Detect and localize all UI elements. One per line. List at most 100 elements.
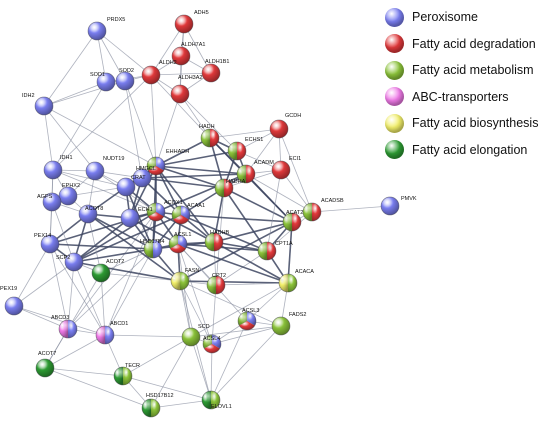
- protein-node-aldh2[interactable]: ALDH2: [141, 60, 177, 85]
- interaction-edge: [211, 325, 282, 345]
- interaction-edge: [43, 105, 96, 172]
- interaction-edge: [44, 367, 124, 377]
- protein-node-abcd3[interactable]: ABCD3: [51, 315, 78, 339]
- interaction-edge: [213, 241, 289, 284]
- interaction-edge: [43, 81, 107, 107]
- interaction-edge: [213, 221, 293, 243]
- interaction-edge: [155, 150, 238, 167]
- legend-item: ABC-transporters: [385, 84, 550, 111]
- protein-node-acsl3[interactable]: ACSL3: [237, 308, 259, 331]
- interaction-edge: [43, 30, 98, 107]
- protein-node-fasn[interactable]: FASN: [170, 268, 199, 291]
- protein-label: ACSL3: [242, 308, 259, 314]
- interaction-edge: [177, 243, 289, 284]
- protein-node-aldh7a1[interactable]: ALDH7A1: [171, 42, 205, 66]
- protein-node-acadsb[interactable]: ACADSB: [302, 198, 344, 222]
- interaction-edge: [52, 81, 107, 171]
- legend-swatch: [385, 60, 404, 80]
- protein-node-acaca[interactable]: ACACA: [278, 269, 314, 293]
- interaction-edge: [96, 30, 152, 76]
- protein-node-acsl4[interactable]: ACSL4: [202, 334, 222, 354]
- protein-node-acot7[interactable]: ACOT7: [35, 351, 56, 378]
- protein-node-tecr[interactable]: TECR: [113, 363, 140, 386]
- protein-node-acadm[interactable]: ACADM: [236, 160, 274, 184]
- protein-node-hsd17b12[interactable]: HSD17B12: [141, 393, 174, 418]
- protein-node-acot8[interactable]: ACOT8: [78, 204, 103, 224]
- protein-node-ehhadh[interactable]: EHHADH: [146, 149, 189, 176]
- protein-node-acox1[interactable]: ACOX1: [146, 200, 183, 222]
- protein-node-abcd1[interactable]: ABCD1: [95, 321, 128, 345]
- protein-node-crat[interactable]: CRAT: [116, 175, 146, 197]
- protein-label: ALDH7A1: [181, 42, 205, 48]
- protein-node-hadhb[interactable]: HADHB: [204, 230, 230, 252]
- protein-node-agps[interactable]: AGPS: [37, 192, 62, 212]
- protein-label: ACOT7: [38, 351, 56, 357]
- protein-label: ACSL1: [174, 232, 191, 238]
- protein-node-gcdh[interactable]: GCDH: [269, 113, 301, 139]
- protein-node-cpt1a[interactable]: CPT1A: [257, 241, 293, 261]
- protein-node-ech1[interactable]: ECH1: [120, 207, 153, 228]
- protein-node-acsl1[interactable]: ACSL1: [168, 232, 191, 254]
- protein-node-ephx2[interactable]: EPHX2: [58, 183, 80, 206]
- protein-label: PEX19: [0, 286, 17, 292]
- protein-node-fads2[interactable]: FADS2: [271, 312, 306, 336]
- legend-item: Fatty acid metabolism: [385, 57, 550, 84]
- interaction-edge: [67, 261, 75, 330]
- protein-node-sod1[interactable]: SOD1: [90, 72, 116, 92]
- protein-node-aldh3a2[interactable]: ALDH3A2: [170, 75, 202, 104]
- protein-node-pmvk[interactable]: PMVK: [380, 196, 417, 216]
- interaction-edge: [44, 334, 106, 369]
- protein-node-acot2[interactable]: ACOT2: [91, 259, 124, 283]
- legend-swatch: [385, 113, 404, 133]
- protein-node-scp2[interactable]: SCP2: [56, 252, 84, 272]
- legend-label: Fatty acid metabolism: [412, 63, 534, 78]
- protein-label: ECH1: [138, 207, 153, 213]
- legend-swatch: [385, 87, 404, 107]
- protein-label: HADH: [199, 124, 215, 130]
- protein-node-acaa1[interactable]: ACAA1: [171, 203, 205, 225]
- interaction-edge: [245, 173, 313, 213]
- interaction-edge: [141, 177, 225, 189]
- interaction-edge: [155, 165, 247, 175]
- legend-item: Fatty acid elongation: [385, 137, 550, 164]
- protein-node-echs1[interactable]: ECHS1: [227, 137, 263, 161]
- protein-node-acat2[interactable]: ACAT2: [282, 210, 303, 232]
- protein-node-prdx5[interactable]: PRDX5: [87, 17, 125, 41]
- protein-label: ACOT8: [85, 206, 103, 212]
- interaction-edge: [43, 105, 54, 171]
- interaction-edge: [13, 305, 69, 330]
- protein-node-scd[interactable]: SCD: [181, 324, 210, 347]
- protein-label: SCP2: [56, 255, 70, 261]
- interaction-edge: [150, 399, 212, 409]
- protein-node-cpt2[interactable]: CPT2: [206, 273, 226, 295]
- protein-node-hadha[interactable]: HADHA: [214, 178, 246, 198]
- protein-node-pex19[interactable]: PEX19: [0, 286, 24, 316]
- legend-label: Fatty acid degradation: [412, 36, 536, 51]
- protein-node-idh1[interactable]: IDH1: [43, 155, 73, 180]
- protein-node-hsd17b4[interactable]: HSD17B4: [140, 239, 164, 259]
- protein-label: SOD2: [119, 68, 134, 74]
- interaction-edge: [49, 243, 106, 336]
- protein-node-sod2[interactable]: SOD2: [115, 68, 135, 91]
- protein-label: HADHB: [210, 230, 230, 236]
- legend-label: Fatty acid biosynthesis: [412, 116, 539, 131]
- protein-node-pex14[interactable]: PEX14: [34, 233, 60, 254]
- protein-label: ALDH1B1: [205, 59, 229, 65]
- protein-label: ECI1: [289, 156, 301, 162]
- protein-node-elovl1[interactable]: ELOVL1: [201, 390, 232, 410]
- protein-node-adh5[interactable]: ADH5: [174, 10, 209, 34]
- legend-label: ABC-transporters: [412, 89, 509, 104]
- protein-node-hadh[interactable]: HADH: [199, 124, 220, 148]
- protein-label: HSD17B12: [146, 393, 174, 399]
- protein-label: AGPS: [37, 194, 53, 200]
- interaction-edge: [190, 282, 289, 338]
- protein-node-idh2[interactable]: IDH2: [22, 93, 54, 116]
- protein-label: EPHX2: [62, 183, 80, 189]
- interaction-edge: [104, 334, 192, 338]
- protein-node-eci1[interactable]: ECI1: [271, 156, 301, 180]
- protein-node-hmgcl[interactable]: HMGCL: [132, 166, 156, 188]
- protein-label: SCD: [198, 324, 210, 330]
- protein-node-aldh1b1[interactable]: ALDH1B1: [201, 59, 229, 83]
- protein-label: ACSL4: [203, 336, 220, 342]
- protein-node-nudt19[interactable]: NUDT19: [85, 156, 124, 181]
